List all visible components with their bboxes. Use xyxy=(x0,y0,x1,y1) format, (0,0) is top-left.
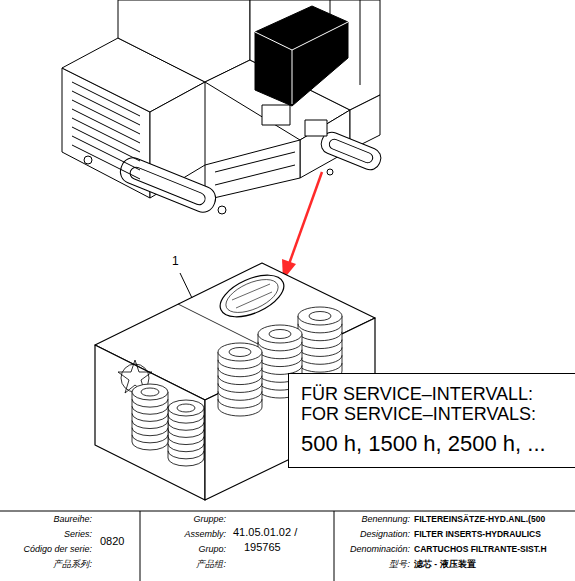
machine-drawing xyxy=(62,0,384,216)
field-label: Series: xyxy=(64,529,92,539)
leader-line xyxy=(180,273,192,298)
field-value: 195765 xyxy=(244,541,281,554)
field-label: Designation: xyxy=(360,529,410,539)
note-body: 500 h, 1500 h, 2500 h, ... xyxy=(301,432,575,457)
callout-number: 1 xyxy=(172,255,179,269)
note-box: FÜR SERVICE–INTERVALL: FOR SERVICE–INTER… xyxy=(288,373,575,468)
field-value: FILTER INSERTS-HYDRAULICS xyxy=(414,530,541,540)
field-label: Grupo: xyxy=(198,544,226,554)
field-label: 型号: xyxy=(389,559,410,569)
field-label: Benennung: xyxy=(361,514,410,524)
field-value: FILTEREINSÄTZE-HYD.ANL.(500 xyxy=(414,515,545,525)
field-label: Baureihe: xyxy=(53,514,92,524)
title-block xyxy=(0,511,575,581)
pointer-arrow xyxy=(282,172,322,280)
field-label: 产品组: xyxy=(196,559,226,569)
radiator-slats xyxy=(72,82,140,179)
field-label: Código der serie: xyxy=(23,544,92,554)
field-value: CARTUCHOS FILTRANTE-SIST.H xyxy=(414,545,547,555)
field-label: Gruppe: xyxy=(193,514,226,524)
field-value: 0820 xyxy=(100,535,124,548)
field-value: 41.05.01.02 / xyxy=(233,526,297,539)
note-heading: FÜR SERVICE–INTERVALL: FOR SERVICE–INTER… xyxy=(301,384,564,424)
field-label: 产品系列: xyxy=(53,559,92,569)
field-label: Denominación: xyxy=(350,544,410,554)
field-label: Assembly: xyxy=(184,529,226,539)
field-value: 滤芯 - 液压装置 xyxy=(414,560,476,570)
